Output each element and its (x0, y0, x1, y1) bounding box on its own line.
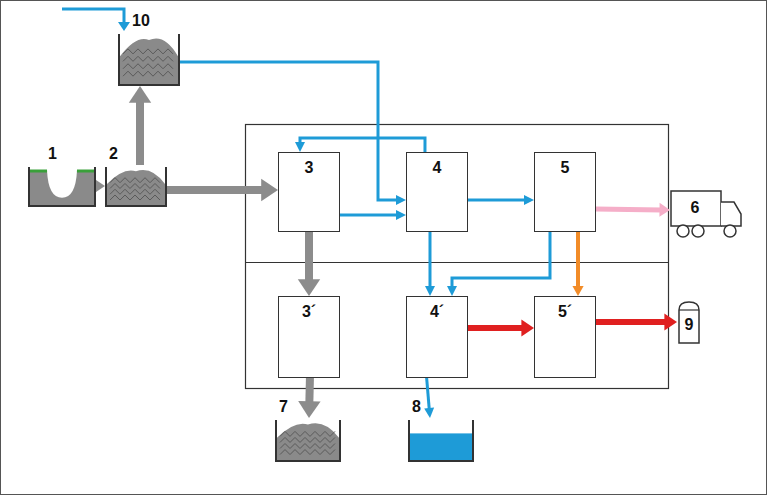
flow-connector (576, 232, 580, 288)
rubble-texture (123, 49, 173, 54)
container-outline (119, 34, 179, 85)
flow-connector (136, 100, 144, 165)
step-number: 4´ (407, 297, 467, 321)
heap-symbol: 2 (105, 165, 167, 207)
step-number: 5 (535, 153, 595, 177)
callout-number: 6 (670, 190, 720, 217)
soil-ground (29, 171, 95, 206)
rubble-heap (120, 38, 178, 84)
container-outline (106, 167, 166, 206)
flow-connector (167, 186, 264, 194)
rubble-texture (110, 178, 160, 183)
flow-connector (596, 319, 666, 325)
truck-body (671, 191, 721, 226)
heap-outline (118, 32, 180, 86)
arrow-head (524, 195, 534, 205)
pit-symbol: 1 (28, 165, 96, 207)
water-symbol: 8 (408, 418, 474, 462)
callout-number: 2 (105, 145, 167, 163)
grass-edge (29, 170, 47, 173)
rubble-texture (110, 183, 160, 188)
truck-wheel (677, 225, 689, 237)
heap-outline (105, 165, 167, 207)
rubble-texture (280, 450, 335, 455)
flow-connector (340, 214, 398, 217)
arrow-head (129, 86, 151, 103)
arrow-head (659, 203, 670, 217)
process-box: 5 (534, 152, 596, 232)
arrow-head (261, 179, 278, 201)
truck-wheel (724, 225, 736, 237)
heap-symbol: 10 (118, 32, 180, 86)
step-number: 5´ (535, 297, 595, 321)
step-number: 3´ (279, 297, 339, 321)
flow-connector (300, 138, 425, 152)
heap-outline (275, 418, 341, 462)
arrow-head (396, 210, 406, 220)
truck-wheel (692, 225, 704, 237)
flow-connector (468, 199, 526, 202)
rubble-texture (110, 189, 160, 194)
step-number: 4 (407, 153, 467, 177)
excavation-pit (47, 171, 77, 198)
process-box: 4 (406, 152, 468, 232)
bin-lid (679, 309, 699, 310)
heap-symbol: 7 (275, 418, 341, 462)
callout-number: 10 (118, 12, 180, 30)
arrow-head (298, 401, 320, 418)
truck-outline (670, 190, 742, 238)
flow-connector (427, 378, 430, 410)
rubble-texture (110, 195, 160, 200)
callout-number: 8 (408, 398, 474, 416)
rubble-heap (107, 170, 165, 205)
grass-edge (77, 170, 95, 173)
process-box: 3´ (278, 296, 340, 378)
arrow-head (295, 142, 305, 152)
truck-cab (721, 202, 741, 226)
arrow-head (521, 320, 534, 337)
flow-connector (305, 378, 314, 404)
truck-symbol: 6 (670, 190, 742, 238)
rubble-texture (123, 64, 173, 69)
container-outline (409, 420, 473, 461)
flow-connector (305, 232, 313, 282)
bin-symbol: 9 (677, 300, 701, 344)
process-box: 3 (278, 152, 340, 232)
pit-outline (28, 165, 96, 207)
plant-region (246, 125, 669, 389)
rubble-texture (123, 56, 173, 61)
callout-number: 1 (28, 145, 96, 163)
arrow-head (424, 408, 434, 418)
arrow-head (447, 286, 457, 296)
arrow-head (396, 195, 406, 205)
container-outline (29, 167, 95, 206)
flow-connector (452, 232, 550, 288)
flow-connector (428, 232, 431, 288)
rubble-texture (280, 431, 335, 436)
rubble-texture (123, 71, 173, 76)
rubble-texture (280, 444, 335, 449)
step-number: 3 (279, 153, 339, 177)
flow-connector (468, 325, 523, 331)
process-box: 4´ (406, 296, 468, 378)
water-fill (409, 433, 473, 461)
water-outline (408, 418, 474, 462)
callout-number: 7 (275, 398, 341, 416)
arrow-head (572, 286, 583, 296)
arrow-head (425, 286, 435, 296)
callout-number: 9 (677, 300, 701, 334)
rubble-texture (280, 437, 335, 442)
water-inflow-head (118, 22, 130, 31)
water-inflow-line (62, 9, 124, 23)
flow-connector (596, 207, 661, 213)
process-box: 5´ (534, 296, 596, 378)
arrow-head (298, 279, 320, 296)
container-outline (276, 420, 340, 461)
arrow-head (664, 314, 677, 331)
rubble-heap (277, 423, 339, 460)
